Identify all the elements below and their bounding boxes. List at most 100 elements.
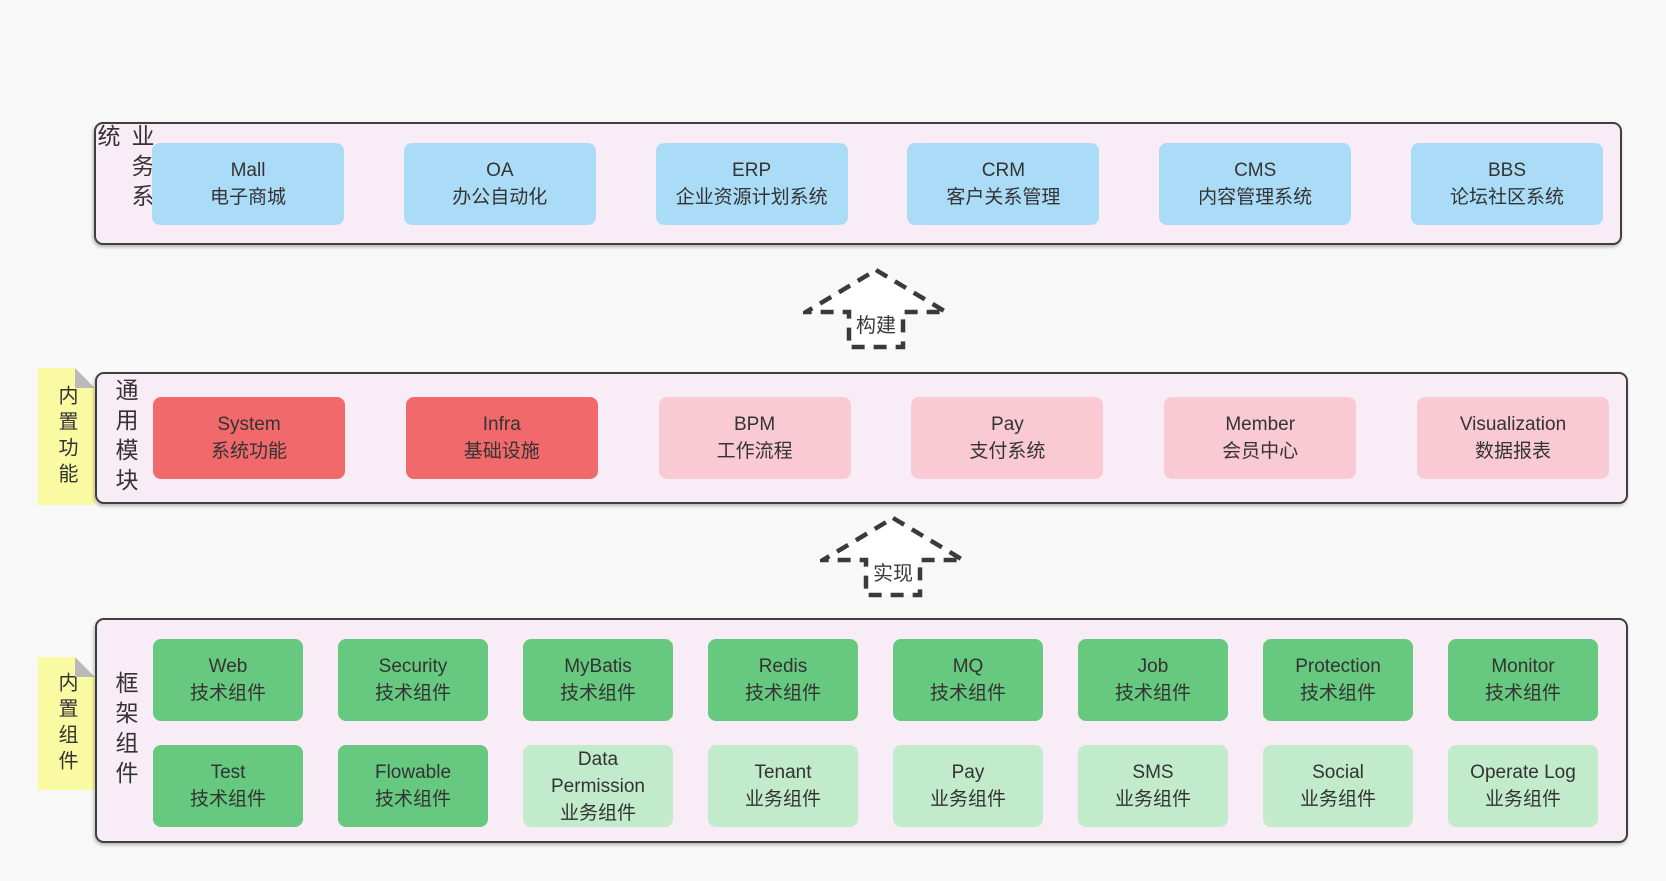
box-protection: Protection 技术组件 <box>1263 639 1413 721</box>
box-label-zh: 技术组件 <box>929 683 1006 704</box>
box-name-en: CRM <box>981 159 1026 181</box>
box-label-zh: 业务组件 <box>1484 789 1561 810</box>
box-system: System 系统功能 <box>153 397 345 479</box>
box-name-en: Web <box>208 656 248 677</box>
box-test: Test 技术组件 <box>153 745 303 827</box>
up-arrow-icon <box>803 267 949 350</box>
box-cms: CMS 内容管理系统 <box>1159 142 1352 225</box>
box-redis: Redis 技术组件 <box>708 639 858 721</box>
box-security: Security 技术组件 <box>338 639 488 721</box>
box-web: Web 技术组件 <box>153 639 303 721</box>
box-monitor: Monitor 技术组件 <box>1448 639 1598 721</box>
box-name-en: SMS <box>1132 762 1174 783</box>
box-name-en: Test <box>210 762 246 783</box>
box-label-zh: 技术组件 <box>559 683 636 704</box>
arrow-build: 构建 <box>803 267 949 351</box>
sticky-built-in-components: 内置组件 <box>38 657 95 790</box>
box-name-en: Job <box>1137 656 1169 677</box>
box-label-zh: 技术组件 <box>1299 683 1376 704</box>
box-mq: MQ 技术组件 <box>893 639 1043 721</box>
box-label-zh: 业务组件 <box>559 802 636 824</box>
box-bpm: BPM 工作流程 <box>658 397 851 479</box>
box-label-zh: 工作流程 <box>716 441 793 462</box>
box-label-zh: 系统功能 <box>210 441 287 462</box>
box-name-en: BBS <box>1487 159 1526 181</box>
box-label-zh: 技术组件 <box>189 683 266 704</box>
framework-row-1: Web 技术组件 Security 技术组件 MyBatis 技术组件 Redi… <box>153 639 1598 721</box>
box-label-zh: 数据报表 <box>1474 441 1551 462</box>
box-label-zh: 业务组件 <box>929 789 1006 810</box>
box-label-zh: 办公自动化 <box>452 186 548 208</box>
box-name-en: Pay <box>951 762 985 783</box>
box-label-zh: 基础设施 <box>463 441 540 462</box>
band-framework-components-label: 框架组件 <box>112 670 138 791</box>
box-social: Social 业务组件 <box>1263 745 1413 827</box>
sticky-built-in-functions: 内置功能 <box>38 368 95 505</box>
band-business-systems-label: 业务系统 <box>94 124 154 214</box>
box-label-zh: 业务组件 <box>1299 789 1376 810</box>
up-arrow-icon <box>820 515 966 598</box>
box-visualization: Visualization 数据报表 <box>1416 397 1609 479</box>
sticky-label: 内置组件 <box>55 671 77 776</box>
box-label-zh: 业务组件 <box>1114 789 1191 810</box>
box-crm: CRM 客户关系管理 <box>907 142 1100 225</box>
box-name-en: Redis <box>758 656 808 677</box>
box-label-zh: 企业资源计划系统 <box>675 186 828 208</box>
box-name-en: Operate Log <box>1470 762 1576 783</box>
business-boxes: Mall 电子商城 OA 办公自动化 ERP 企业资源计划系统 CRM 客户关系… <box>152 124 1603 243</box>
box-pay-component: Pay 业务组件 <box>893 745 1043 827</box>
framework-row-2: Test 技术组件 Flowable 技术组件 Data Permission … <box>153 745 1598 827</box>
box-label-zh: 技术组件 <box>1484 683 1561 704</box>
arrow-build-label: 构建 <box>853 309 899 338</box>
box-name-en: Member <box>1225 414 1296 435</box>
box-name-en: Mall <box>230 159 266 181</box>
box-name-en: Visualization <box>1459 414 1567 435</box>
box-operate-log: Operate Log 业务组件 <box>1448 745 1598 827</box>
box-data-permission: Data Permission 业务组件 <box>523 745 673 827</box>
box-label-zh: 技术组件 <box>374 683 451 704</box>
box-name-en: OA <box>486 159 514 181</box>
box-mybatis: MyBatis 技术组件 <box>523 639 673 721</box>
box-label-zh: 内容管理系统 <box>1198 186 1313 208</box>
box-label-zh: 技术组件 <box>189 789 266 810</box>
box-name-en: Tenant <box>754 762 812 783</box>
box-label-zh: 电子商城 <box>209 186 286 208</box>
box-name-en: Social <box>1312 762 1364 783</box>
sticky-label: 内置功能 <box>55 384 77 489</box>
box-name-en: MQ <box>952 656 984 677</box>
box-name-en: Flowable <box>374 762 452 783</box>
box-label-zh: 支付系统 <box>969 441 1046 462</box>
box-name-en: Pay <box>991 414 1024 435</box>
band-business-systems: 业务系统 Mall 电子商城 OA 办公自动化 ERP 企业资源计划系统 CRM… <box>94 122 1622 245</box>
box-name-en: MyBatis <box>564 656 632 677</box>
box-name-en: Infra <box>482 414 521 435</box>
box-label-zh: 会员中心 <box>1222 441 1299 462</box>
box-name-en: BPM <box>734 414 776 435</box>
box-label-zh: 业务组件 <box>744 789 821 810</box>
box-label-zh: 客户关系管理 <box>946 186 1061 208</box>
band-framework-components: 框架组件 Web 技术组件 Security 技术组件 MyBatis 技术组件… <box>95 618 1628 843</box>
box-name-en: ERP <box>732 159 772 181</box>
box-name-en: Security <box>378 656 448 677</box>
box-name-en: Data Permission <box>551 748 645 797</box>
box-infra: Infra 基础设施 <box>405 397 598 479</box>
band-common-modules-label: 通用模块 <box>112 378 138 498</box>
box-name-en: CMS <box>1234 159 1277 181</box>
box-pay: Pay 支付系统 <box>911 397 1104 479</box>
box-erp: ERP 企业资源计划系统 <box>655 142 848 225</box>
box-member: Member 会员中心 <box>1164 397 1357 479</box>
arrow-implement: 实现 <box>820 515 966 599</box>
box-job: Job 技术组件 <box>1078 639 1228 721</box>
module-boxes: System 系统功能 Infra 基础设施 BPM 工作流程 Pay 支付系统… <box>153 374 1609 502</box>
box-label-zh: 技术组件 <box>744 683 821 704</box>
box-name-en: Monitor <box>1491 656 1555 677</box>
box-label-zh: 论坛社区系统 <box>1449 186 1564 208</box>
box-name-en: Protection <box>1295 656 1381 677</box>
box-label-zh: 技术组件 <box>1114 683 1191 704</box>
box-bbs: BBS 论坛社区系统 <box>1410 142 1603 225</box>
box-label-zh: 技术组件 <box>374 789 451 810</box>
arrow-implement-label: 实现 <box>870 557 916 586</box>
box-oa: OA 办公自动化 <box>403 142 596 225</box>
band-common-modules: 通用模块 System 系统功能 Infra 基础设施 BPM 工作流程 Pay… <box>95 372 1628 504</box>
